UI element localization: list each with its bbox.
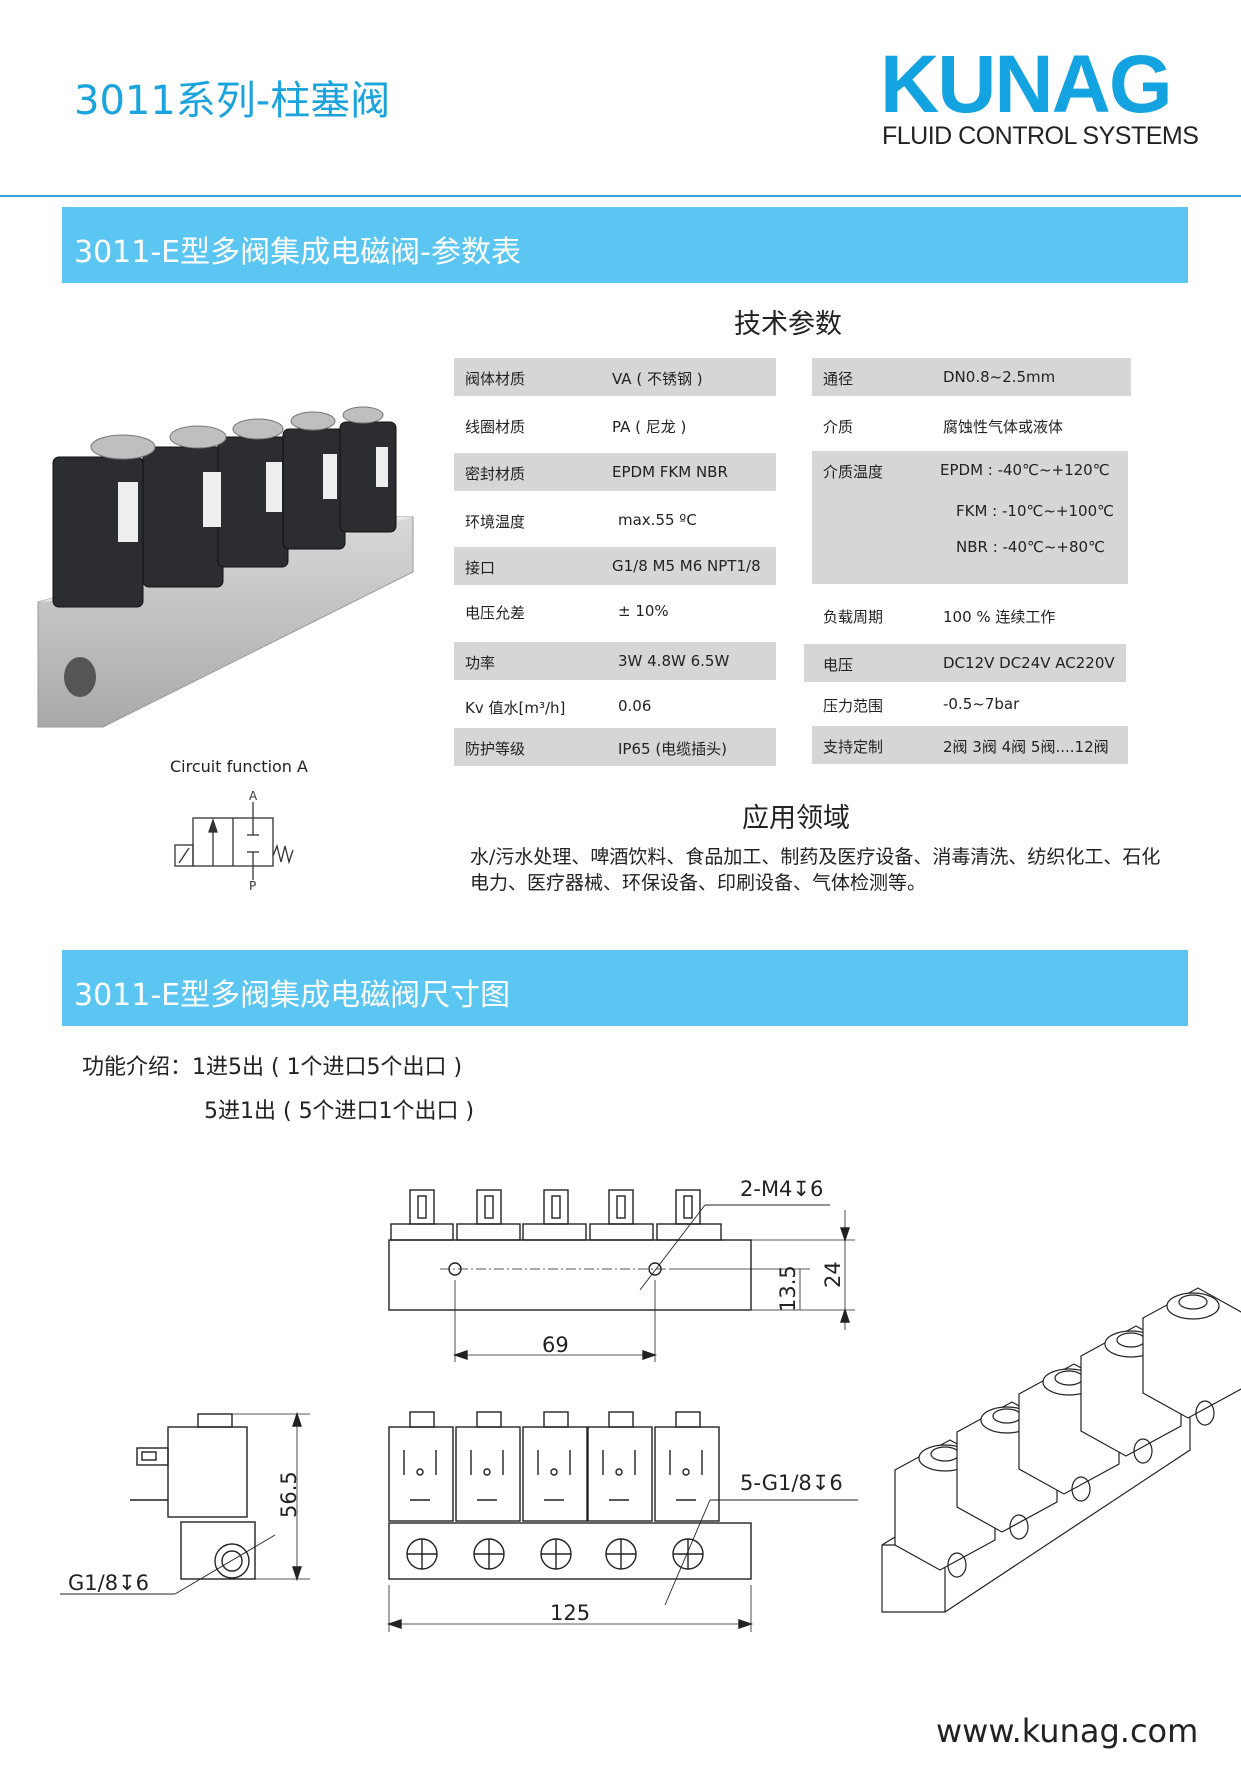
param-value: 0.06 <box>618 697 652 715</box>
logo-subtitle: FLUID CONTROL SYSTEMS <box>882 122 1199 150</box>
param-value: max.55 ºC <box>618 511 697 529</box>
param-value: PA ( 尼龙 ) <box>612 418 687 436</box>
param-row: 接口 G1/8 M5 M6 NPT1/8 <box>454 547 776 585</box>
param-row: 密封材质 EPDM FKM NBR <box>454 453 776 491</box>
dim-side-port: G1/8↧6 <box>68 1571 149 1595</box>
application-heading: 应用领域 <box>742 803 850 834</box>
top-view-drawing <box>388 1189 855 1362</box>
param-label: 介质温度 <box>823 463 884 481</box>
param-row: 压力范围 -0.5~7bar <box>812 685 1131 723</box>
coil-terminal <box>675 1189 701 1225</box>
param-label: 密封材质 <box>465 465 526 483</box>
param-value: DC12V DC24V AC220V <box>943 654 1115 672</box>
param-value: 3W 4.8W 6.5W <box>618 652 730 670</box>
header-divider <box>0 195 1241 197</box>
param-value: -0.5~7bar <box>943 695 1020 713</box>
param-label: 阀体材质 <box>465 370 526 388</box>
tech-params-heading: 技术参数 <box>734 309 842 340</box>
coil-terminal <box>608 1189 634 1225</box>
param-row: 电压允差 ± 10% <box>454 592 776 630</box>
front-view-drawing <box>386 1411 858 1632</box>
page-title: 3011系列-柱塞阀 <box>74 78 391 124</box>
coil <box>587 1426 653 1522</box>
isometric-view-drawing <box>881 1287 1241 1613</box>
param-value: IP65 (电缆插头) <box>618 740 728 758</box>
kunag-logo: KUNAG <box>880 39 1173 130</box>
coil <box>522 1426 588 1522</box>
coil-terminal <box>543 1189 569 1225</box>
dim-length: 125 <box>550 1601 590 1625</box>
param-label: 线圈材质 <box>465 418 526 436</box>
param-row: 阀体材质 VA ( 不锈钢 ) <box>454 358 776 396</box>
dim-hole-spacing: 69 <box>542 1333 569 1357</box>
application-text: 水/污水处理、啤酒饮料、食品加工、制药及医疗设备、消毒清洗、纺织化工、石化电力、… <box>470 846 1161 894</box>
param-value: FKM : -10℃~+100℃ <box>956 502 1114 520</box>
param-label: 防护等级 <box>465 740 526 758</box>
param-value: 腐蚀性气体或液体 <box>943 418 1064 436</box>
param-value: DN0.8~2.5mm <box>943 368 1056 386</box>
param-label: 介质 <box>823 418 854 436</box>
section-banner-parameters: 3011-E型多阀集成电磁阀-参数表 <box>62 207 1188 283</box>
param-label: 功率 <box>465 654 496 672</box>
param-row: 介质温度 EPDM : -40℃~+120℃ FKM : -10℃~+100℃ … <box>812 451 1128 584</box>
param-row: 环境温度 max.55 ºC <box>454 501 776 539</box>
param-label: 通径 <box>823 370 854 388</box>
banner-title: 3011-E型多阀集成电磁阀尺寸图 <box>74 978 511 1013</box>
param-value: EPDM : -40℃~+120℃ <box>940 461 1110 479</box>
param-value: 2阀 3阀 4阀 5阀....12阀 <box>943 738 1109 756</box>
param-label: 接口 <box>465 559 496 577</box>
param-value: NBR : -40℃~+80℃ <box>956 538 1105 556</box>
port-a-label: A <box>249 790 258 803</box>
function-intro-line1: 功能介绍：1进5出 ( 1个进口5个出口 ) <box>82 1055 463 1080</box>
param-row: 防护等级 IP65 (电缆插头) <box>454 728 776 766</box>
dim-port-thread: 5-G1/8↧6 <box>740 1471 843 1495</box>
param-label: 负载周期 <box>823 608 884 626</box>
param-row: Kv 值水[m³/h] 0.06 <box>454 687 776 725</box>
dim-block-height: 24 <box>821 1261 845 1288</box>
param-row: 电压 DC12V DC24V AC220V <box>804 644 1126 682</box>
coil-terminal <box>409 1189 435 1225</box>
param-row: 介质 腐蚀性气体或液体 <box>812 406 1131 444</box>
param-row: 支持定制 2阀 3阀 4阀 5阀....12阀 <box>812 726 1128 764</box>
param-row: 通径 DN0.8~2.5mm <box>812 358 1131 396</box>
param-label: 支持定制 <box>823 738 884 756</box>
param-row: 负载周期 100 % 连续工作 <box>812 596 1131 634</box>
circuit-caption: Circuit function A <box>170 757 308 776</box>
port-p-label: P <box>249 879 256 890</box>
website-url: www.kunag.com <box>936 1712 1199 1750</box>
param-label: 电压允差 <box>465 604 526 622</box>
param-label: 电压 <box>823 656 854 674</box>
param-value: EPDM FKM NBR <box>612 463 728 481</box>
dim-mount-thread: 2-M4↧6 <box>740 1177 823 1201</box>
coil <box>388 1426 454 1522</box>
iso-coil <box>1142 1287 1241 1419</box>
side-view-drawing <box>60 1411 310 1595</box>
coil-terminal <box>476 1189 502 1225</box>
param-value: ± 10% <box>618 602 669 620</box>
param-row: 功率 3W 4.8W 6.5W <box>454 642 776 680</box>
coil <box>654 1426 720 1522</box>
param-value: G1/8 M5 M6 NPT1/8 <box>612 557 761 575</box>
param-label: 环境温度 <box>465 513 526 531</box>
dim-total-height: 56.5 <box>277 1471 301 1518</box>
section-banner-dimensions: 3011-E型多阀集成电磁阀尺寸图 <box>62 950 1188 1026</box>
banner-title: 3011-E型多阀集成电磁阀-参数表 <box>74 235 521 270</box>
param-label: 压力范围 <box>823 697 884 715</box>
param-value: VA ( 不锈钢 ) <box>612 370 703 388</box>
coil <box>455 1426 521 1522</box>
function-intro-line2: 5进1出 ( 5个进口1个出口 ) <box>204 1099 475 1124</box>
param-row: 线圈材质 PA ( 尼龙 ) <box>454 406 776 444</box>
dim-hole-height: 13.5 <box>776 1265 800 1312</box>
param-label: Kv 值水[m³/h] <box>465 699 566 717</box>
circuit-symbol: A P <box>174 790 294 890</box>
param-value: 100 % 连续工作 <box>943 608 1056 626</box>
product-photo <box>37 406 414 728</box>
